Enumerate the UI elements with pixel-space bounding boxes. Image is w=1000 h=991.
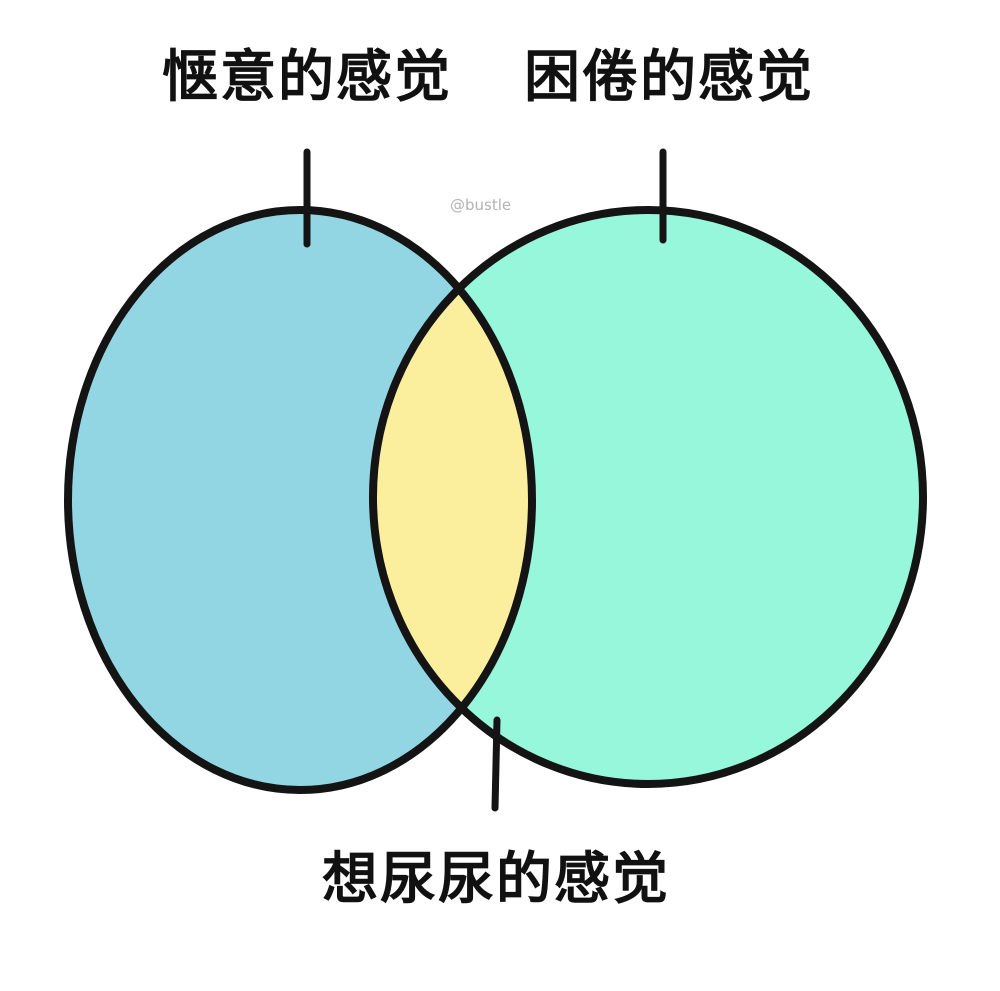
right-set-circle — [373, 210, 923, 784]
right-set-outline — [369, 206, 927, 788]
right-set-label: 困倦的感觉 — [524, 45, 814, 110]
intersection-label: 想尿尿的感觉 — [322, 847, 670, 912]
intersection-pointer-line — [491, 716, 501, 812]
left-set-label: 惬意的感觉 — [162, 45, 452, 110]
left-set-outline — [64, 206, 536, 794]
watermark: @bustle — [450, 196, 512, 214]
